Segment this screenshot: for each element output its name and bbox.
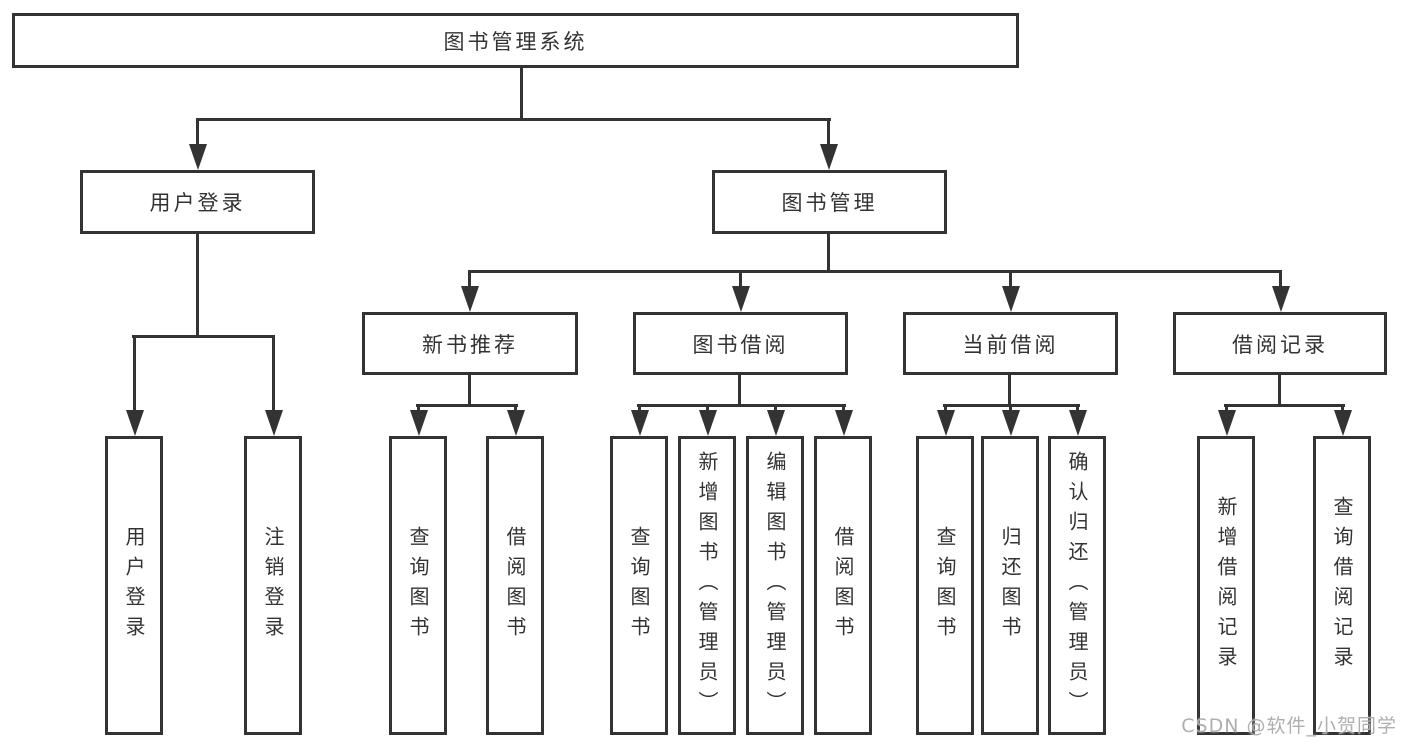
connector-arrow-query-books-rec	[417, 404, 420, 410]
connector-hline-user-login	[132, 335, 275, 338]
leaf-label: 用户登录	[122, 525, 146, 646]
node-label: 图书管理系统	[443, 29, 588, 54]
connector-arrow-confirm-return	[1076, 404, 1079, 410]
connector-hline-level3	[468, 270, 1282, 273]
connector-hline-recommend	[416, 404, 518, 407]
connector-stem-current	[1008, 375, 1011, 406]
connector-stem-root	[520, 68, 523, 120]
leaf-label: 查询图书	[406, 525, 430, 646]
leaf-label: 借阅图书	[831, 525, 855, 646]
leaf-query-books-recommend: 查询图书	[389, 436, 447, 735]
node-label: 当前借阅	[962, 332, 1059, 357]
leaf-label: 借阅图书	[503, 525, 527, 646]
node-label: 用户登录	[149, 191, 246, 215]
leaf-return-books: 归还图书	[981, 436, 1039, 735]
connector-arrow-user-login	[196, 118, 199, 144]
connector-arrow-leaf-user-login	[133, 335, 136, 410]
leaf-query-borrow-record: 查询借阅记录	[1313, 436, 1371, 735]
connector-arrow-borrow	[739, 270, 742, 286]
node-book-mgmt: 图书管理	[712, 170, 947, 234]
connector-arrow-return-books	[1009, 404, 1012, 410]
leaf-borrow-books-recommend: 借阅图书	[486, 436, 544, 735]
leaf-label: 新增图书（管理员）	[695, 450, 719, 721]
leaf-label: 确认归还（管理员）	[1065, 450, 1089, 721]
csdn-watermark: CSDN @软件_小贺同学	[1181, 715, 1397, 737]
node-current-borrow: 当前借阅	[903, 312, 1118, 375]
connector-arrow-borrow-books	[842, 404, 845, 410]
connector-arrow-leaf-logout	[272, 335, 275, 410]
connector-hline-level2	[196, 118, 831, 121]
connector-arrow-add-books	[706, 404, 709, 410]
node-user-login: 用户登录	[80, 170, 315, 234]
node-borrow-records: 借阅记录	[1173, 312, 1387, 375]
connector-hline-records	[1224, 404, 1345, 407]
leaf-edit-books-admin: 编辑图书（管理员）	[746, 436, 804, 735]
connector-arrow-current	[1009, 270, 1012, 286]
leaf-label: 查询图书	[627, 525, 651, 646]
leaf-query-books-borrow: 查询图书	[610, 436, 668, 735]
leaf-add-borrow-record: 新增借阅记录	[1197, 436, 1255, 735]
node-root-library-system: 图书管理系统	[12, 13, 1019, 68]
connector-stem-borrow	[738, 375, 741, 406]
connector-arrow-borrow-books-rec	[514, 404, 517, 410]
node-label: 图书管理	[781, 191, 878, 215]
connector-arrow-query-books-cur	[944, 404, 947, 410]
leaf-query-books-current: 查询图书	[916, 436, 974, 735]
connector-arrow-add-record	[1225, 404, 1228, 410]
connector-arrow-book-mgmt	[827, 118, 830, 144]
connector-arrow-recommend	[468, 270, 471, 286]
leaf-label: 编辑图书（管理员）	[763, 450, 787, 721]
leaf-borrow-books: 借阅图书	[814, 436, 872, 735]
connector-stem-recommend	[468, 375, 471, 406]
connector-stem-book-mgmt	[827, 234, 830, 271]
connector-stem-records	[1278, 375, 1281, 404]
node-new-book-recommend: 新书推荐	[362, 312, 578, 375]
leaf-confirm-return-admin: 确认归还（管理员）	[1048, 436, 1106, 735]
leaf-label: 查询图书	[933, 525, 957, 646]
leaf-label: 注销登录	[261, 525, 285, 646]
connector-arrow-edit-books	[774, 404, 777, 410]
connector-arrow-query-record	[1341, 404, 1344, 410]
node-label: 新书推荐	[422, 332, 518, 357]
connector-arrow-records	[1279, 270, 1282, 286]
node-label: 图书借阅	[692, 332, 789, 357]
leaf-label: 查询借阅记录	[1330, 495, 1354, 676]
node-book-borrow: 图书借阅	[633, 312, 848, 375]
leaf-add-books-admin: 新增图书（管理员）	[678, 436, 736, 735]
connector-hline-borrow	[637, 404, 846, 407]
node-label: 借阅记录	[1232, 332, 1328, 357]
leaf-user-login: 用户登录	[105, 436, 163, 735]
leaf-label: 新增借阅记录	[1214, 495, 1238, 676]
leaf-logout-login: 注销登录	[244, 436, 302, 735]
connector-stem-user-login	[196, 234, 199, 336]
leaf-label: 归还图书	[998, 525, 1022, 646]
connector-arrow-query-books-borrow	[638, 404, 641, 410]
